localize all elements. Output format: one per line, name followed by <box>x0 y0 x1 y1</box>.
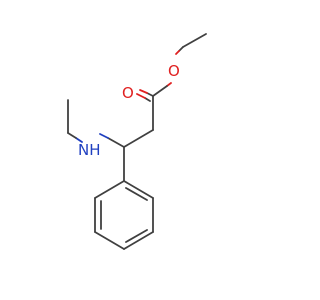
bond-ch-nh-blue <box>99 133 109 139</box>
bond-carbonyl-double-1 <box>146 92 154 97</box>
bond-nh-methyl-blue <box>75 137 83 143</box>
atom-label-carbonyl-oxygen: O <box>122 84 134 102</box>
ring-inner-bond-2 <box>125 229 148 243</box>
bond-o-carbonyl <box>152 85 168 97</box>
ring-inner-bond-1 <box>125 187 148 201</box>
structure-diagram: O O NH <box>67 33 207 250</box>
bond-ethyl-ch3-ch2 <box>182 33 207 48</box>
bond-ch-nh <box>107 137 125 148</box>
bond-carbonyl-double-2 <box>144 97 151 102</box>
ring-bond-6 <box>94 180 125 199</box>
bond-nh-methyl <box>67 132 77 139</box>
bond-carbonyl-double-1-red <box>139 89 148 94</box>
atom-label-amine-nitrogen: NH <box>78 141 101 159</box>
bond-carbonyl-double-2-red <box>136 93 146 99</box>
atom-label-ether-oxygen: O <box>168 62 180 80</box>
bond-ch2-o <box>178 46 184 52</box>
ring-bond-1 <box>123 180 154 199</box>
ring-bond-4 <box>94 231 125 250</box>
bond-ch2-o-red <box>175 50 180 55</box>
ring-bond-3 <box>123 231 154 250</box>
bond-ch2-ch <box>123 129 154 148</box>
